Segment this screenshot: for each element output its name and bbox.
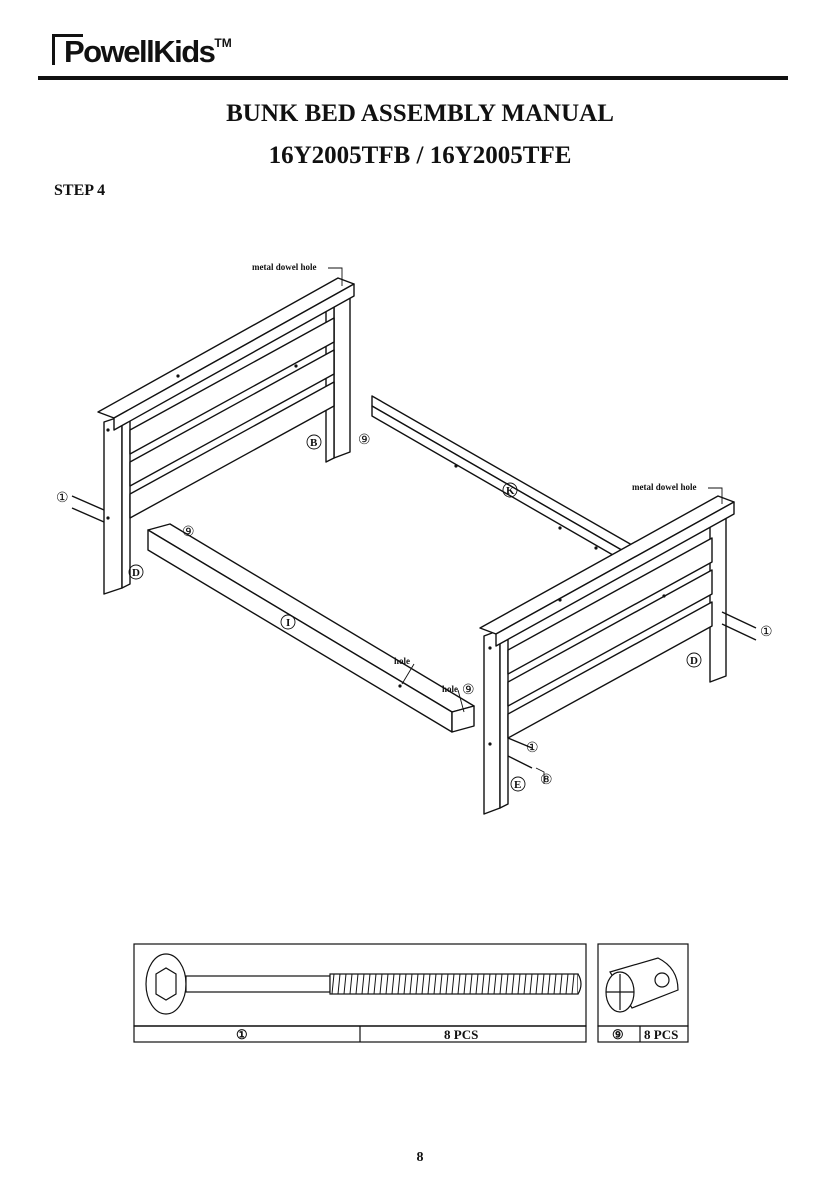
dowel-callout-front: ⑨ bbox=[462, 683, 475, 698]
barrel-nut-part-number: ⑨ bbox=[612, 1027, 624, 1042]
headboard-back bbox=[97, 277, 355, 595]
assembly-diagram: metal dowel hole metal dowel hole hole h… bbox=[56, 262, 773, 815]
rail-K bbox=[371, 395, 633, 567]
barrel-nut-quantity: 8 PCS bbox=[644, 1027, 678, 1042]
rail-I bbox=[147, 523, 475, 733]
dowel-callout-back: ⑨ bbox=[358, 433, 371, 448]
bolts-front bbox=[507, 737, 533, 769]
dowel-callout-left: ⑨ bbox=[182, 525, 195, 540]
part-D-label-right: D bbox=[690, 655, 698, 667]
part-D-label-left: D bbox=[132, 567, 140, 579]
logo-text: PowellKidsTM bbox=[64, 34, 232, 69]
hole-label-2: hole bbox=[442, 684, 458, 694]
washer-callout: ⑧ bbox=[540, 773, 553, 788]
hole-marks bbox=[106, 364, 666, 746]
part-K-label: K bbox=[506, 485, 515, 497]
bolt-callout-right: ① bbox=[760, 625, 773, 640]
header-rule bbox=[38, 76, 788, 80]
bolt-callout-left: ① bbox=[56, 491, 69, 506]
step-label: STEP 4 bbox=[54, 182, 106, 199]
bolt-quantity: 8 PCS bbox=[444, 1027, 478, 1042]
part-E-label: E bbox=[514, 779, 521, 791]
metal-dowel-hole-label-1: metal dowel hole bbox=[252, 262, 317, 272]
bolts-right bbox=[721, 611, 757, 641]
bolt-callout-front: ① bbox=[526, 741, 539, 756]
logo-bracket bbox=[52, 34, 83, 65]
manual-title: BUNK BED ASSEMBLY MANUAL bbox=[226, 100, 614, 127]
hole-label-1: hole bbox=[394, 656, 410, 666]
model-numbers: 16Y2005TFB / 16Y2005TFE bbox=[268, 142, 572, 169]
bolt-threads bbox=[331, 973, 575, 995]
part-I-label: I bbox=[286, 617, 290, 629]
bolts-left bbox=[71, 495, 105, 523]
part-B-label: B bbox=[310, 437, 318, 449]
footboard-front bbox=[479, 495, 735, 815]
parts-table: ① 8 PCS ⑨ 8 PCS bbox=[133, 943, 689, 1043]
page-number: 8 bbox=[416, 1150, 424, 1165]
bolt-part-number: ① bbox=[236, 1027, 248, 1042]
barrel-nut-illustration bbox=[605, 957, 679, 1013]
metal-dowel-hole-label-2: metal dowel hole bbox=[632, 482, 697, 492]
